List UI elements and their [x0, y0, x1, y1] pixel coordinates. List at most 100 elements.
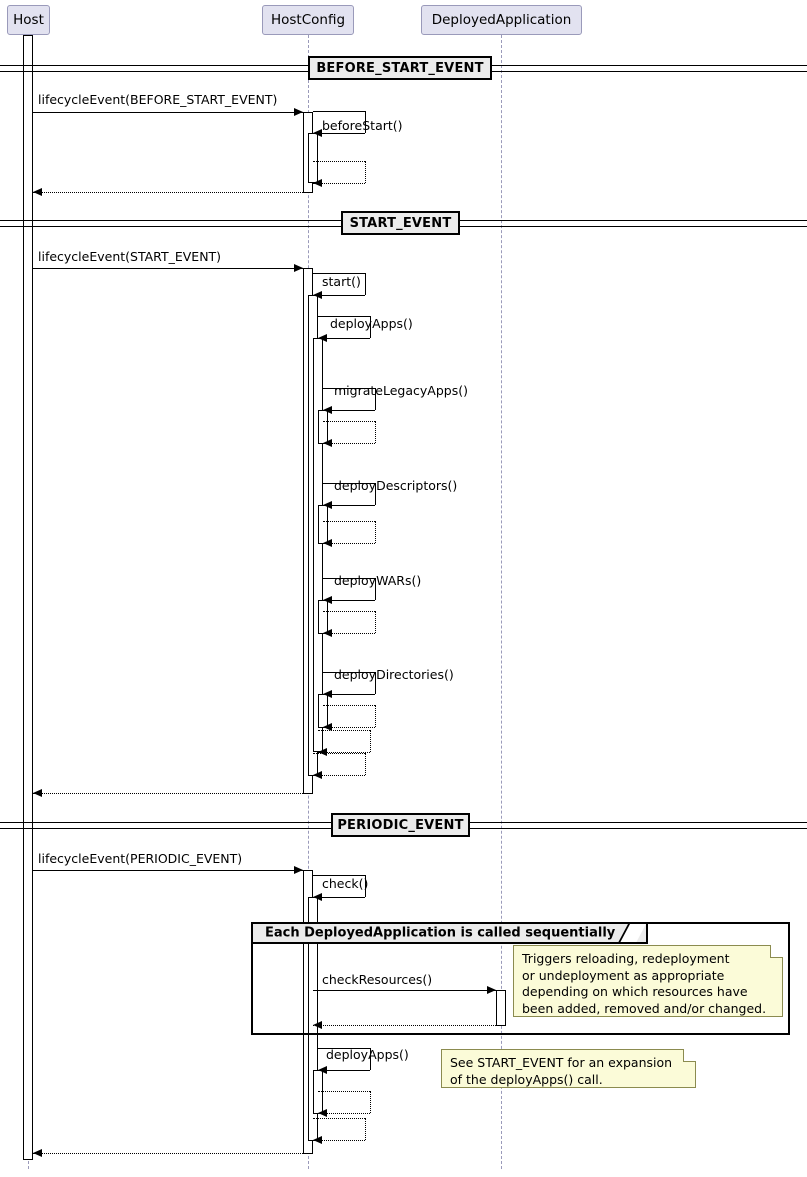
message-m25-out	[313, 1118, 365, 1119]
note-note-check-resources: Triggers reloading, redeployment or unde…	[513, 945, 783, 1017]
message-m10-arrowhead	[323, 500, 332, 509]
message-m5-arrowhead	[294, 263, 303, 272]
note-note-deploy-apps: See START_EVENT for an expansion of the …	[441, 1049, 696, 1088]
message-m12-label: deployWARs()	[334, 573, 422, 588]
divider-label: START_EVENT	[349, 215, 452, 231]
message-m10-label: deployDescriptors()	[334, 478, 458, 493]
participant-hostconfig[interactable]: HostConfig	[262, 5, 354, 35]
message-m8-out	[323, 388, 375, 389]
group-header-corner	[618, 924, 646, 942]
message-m6-out	[313, 273, 365, 274]
message-m24-out	[318, 1091, 370, 1092]
message-m4-line	[33, 192, 303, 193]
activation-bar-hc-1-self	[308, 133, 318, 183]
message-m12-back	[323, 600, 375, 601]
message-m13-turn	[375, 611, 376, 633]
message-m1-label: lifecycleEvent(BEFORE_START_EVENT)	[38, 92, 278, 107]
activation-bar-da-1	[496, 990, 506, 1026]
message-m14-arrowhead	[323, 689, 332, 698]
message-m15-turn	[375, 705, 376, 727]
message-m2-out	[313, 111, 365, 112]
message-m23-arrowhead	[318, 1065, 327, 1074]
message-m3-back	[313, 183, 365, 184]
participant-deployedapp[interactable]: DeployedApplication	[421, 5, 582, 35]
message-m14-back	[323, 694, 375, 695]
message-m11-out	[323, 521, 375, 522]
message-m23-label: deployApps()	[326, 1047, 409, 1062]
activation-bar-hc-3-apps	[313, 1070, 323, 1114]
message-m10-turn	[375, 483, 376, 505]
message-m19-line	[33, 870, 303, 871]
message-m11-back	[323, 543, 375, 544]
message-m8-turn	[375, 388, 376, 410]
message-m14-label: deployDirectories()	[334, 667, 454, 682]
message-m16-arrowhead	[318, 747, 327, 756]
message-m20-label: check()	[322, 876, 369, 891]
message-m17-arrowhead	[313, 770, 322, 779]
message-m13-out	[323, 611, 375, 612]
message-m23-out	[318, 1048, 370, 1049]
message-m12-turn	[375, 578, 376, 600]
participant-label: Host	[13, 12, 44, 28]
note-fold-corner	[770, 945, 783, 958]
message-m24-arrowhead	[318, 1108, 327, 1117]
message-m15-arrowhead	[323, 722, 332, 731]
message-m9-out	[323, 421, 375, 422]
divider-periodic: PERIODIC_EVENT	[331, 813, 470, 837]
message-m19-label: lifecycleEvent(PERIODIC_EVENT)	[38, 851, 243, 866]
message-m7-out	[318, 316, 370, 317]
participant-label: HostConfig	[270, 12, 346, 28]
message-m6-label: start()	[322, 274, 361, 289]
message-m16-back	[318, 752, 370, 753]
activation-bar-host-main	[23, 35, 33, 1160]
message-m26-line	[33, 1153, 303, 1154]
message-m23-turn	[370, 1048, 371, 1070]
message-m20-arrowhead	[313, 892, 322, 901]
message-m13-arrowhead	[323, 628, 332, 637]
message-m10-out	[323, 483, 375, 484]
message-m17-back	[313, 775, 365, 776]
message-m2-turn	[365, 111, 366, 133]
message-m14-out	[323, 672, 375, 673]
message-m6-arrowhead	[313, 290, 322, 299]
message-m2-arrowhead	[313, 128, 322, 137]
message-m8-arrowhead	[323, 405, 332, 414]
message-m23-back	[318, 1070, 370, 1071]
message-m21-arrowhead	[487, 985, 496, 994]
message-m20-turn	[365, 875, 366, 897]
message-m18-line	[33, 793, 303, 794]
divider-start: START_EVENT	[341, 211, 460, 235]
message-m13-back	[323, 633, 375, 634]
message-m3-out	[313, 161, 365, 162]
message-m16-out	[318, 730, 370, 731]
message-m9-arrowhead	[323, 438, 332, 447]
message-m17-turn	[365, 753, 366, 775]
message-m22-arrowhead	[313, 1020, 322, 1029]
message-m5-label: lifecycleEvent(START_EVENT)	[38, 249, 222, 264]
message-m25-turn	[365, 1118, 366, 1140]
message-m24-turn	[370, 1091, 371, 1113]
message-m2-back	[313, 133, 365, 134]
group-header-label: Each DeployedApplication is called seque…	[265, 925, 616, 941]
message-m6-turn	[365, 273, 366, 295]
message-m9-back	[323, 443, 375, 444]
message-m7-back	[318, 338, 370, 339]
message-m20-out	[313, 875, 365, 876]
message-m9-turn	[375, 421, 376, 443]
message-m14-turn	[375, 672, 376, 694]
divider-label: BEFORE_START_EVENT	[316, 60, 484, 76]
participant-host[interactable]: Host	[7, 5, 50, 35]
message-m4-arrowhead	[33, 187, 42, 196]
message-m26-arrowhead	[33, 1148, 42, 1157]
message-m17-out	[313, 753, 365, 754]
message-m19-arrowhead	[294, 865, 303, 874]
message-m7-arrowhead	[318, 333, 327, 342]
message-m11-turn	[375, 521, 376, 543]
message-m5-line	[33, 268, 303, 269]
message-m16-turn	[370, 730, 371, 752]
message-m3-turn	[365, 161, 366, 183]
message-m8-back	[323, 410, 375, 411]
group-header-loop-deployed-application: Each DeployedApplication is called seque…	[251, 922, 648, 944]
message-m12-out	[323, 578, 375, 579]
